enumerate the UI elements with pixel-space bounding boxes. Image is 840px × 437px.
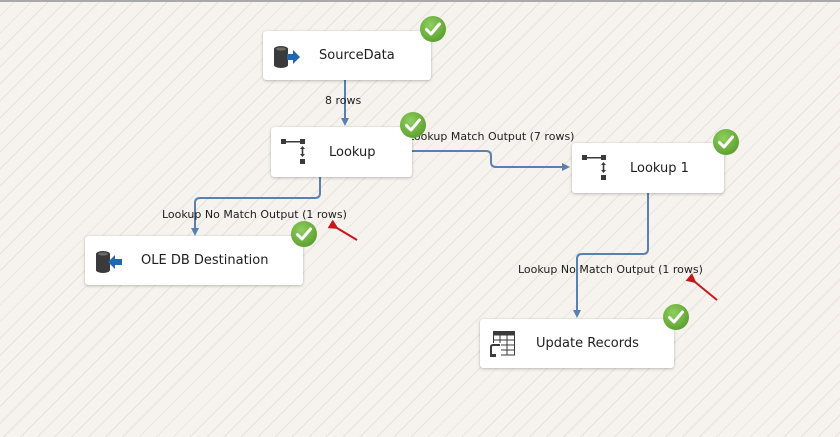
success-check-icon [713, 129, 739, 155]
annotation-arrow-2 [685, 273, 718, 301]
edge-label-source-lookup: 8 rows [325, 94, 362, 107]
node-ole-db-destination[interactable]: OLE DB Destination [85, 236, 303, 285]
lookup-icon [281, 139, 305, 164]
node-lookup-1[interactable]: Lookup 1 [572, 143, 724, 193]
node-sourcedata[interactable]: SourceData [263, 31, 431, 80]
success-check-icon [420, 16, 446, 42]
edge-lookup-to-lookup1[interactable] [412, 150, 570, 171]
canvas-top-border [0, 0, 840, 2]
node-label: Lookup [329, 144, 376, 160]
ole-db-source-icon [274, 45, 300, 68]
ole-db-command-icon [490, 330, 515, 357]
node-label: SourceData [319, 48, 395, 63]
node-lookup[interactable]: Lookup [271, 127, 412, 177]
annotation-arrow-1 [327, 219, 358, 241]
edge-lookup-to-oledest[interactable] [191, 177, 321, 236]
node-label: OLE DB Destination [141, 253, 269, 268]
edge-label-lookup-match: Lookup Match Output (7 rows) [408, 130, 575, 143]
node-update-records[interactable]: Update Records [480, 319, 674, 368]
node-label: Lookup 1 [630, 160, 689, 176]
node-label: Update Records [536, 336, 639, 351]
lookup-icon [582, 155, 606, 180]
success-check-icon [663, 304, 689, 330]
edge-label-lookup1-nomatch: Lookup No Match Output (1 rows) [518, 263, 703, 276]
edge-lookup1-to-update[interactable] [573, 193, 649, 318]
success-check-icon [400, 112, 426, 138]
ole-db-destination-icon [96, 250, 122, 273]
success-check-icon [291, 221, 317, 247]
edge-label-lookup-nomatch: Lookup No Match Output (1 rows) [162, 208, 347, 221]
